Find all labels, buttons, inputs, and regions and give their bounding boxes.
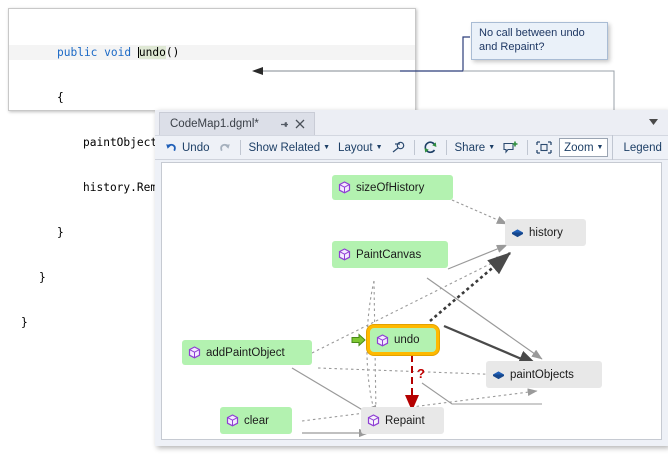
toolbar-separator xyxy=(413,140,415,155)
legend-label: Legend xyxy=(623,141,662,154)
tab-codemap1[interactable]: CodeMap1.dgml* xyxy=(159,112,315,135)
graph-node-paintObjects[interactable]: paintObjects xyxy=(486,361,602,388)
toolbar-separator xyxy=(527,140,529,155)
filter-group-icon xyxy=(391,140,406,155)
share-button[interactable]: Share ▼ xyxy=(451,137,500,159)
codemap-window[interactable]: CodeMap1.dgml* Undo Show Related xyxy=(155,110,668,446)
add-comment-button[interactable] xyxy=(499,137,523,159)
code-line: } xyxy=(57,226,64,239)
field-box-icon xyxy=(511,226,524,239)
fit-to-screen-icon xyxy=(536,140,552,155)
show-related-button[interactable]: Show Related ▼ xyxy=(245,137,335,159)
graph-edges xyxy=(291,199,543,438)
chevron-down-icon: ▼ xyxy=(488,144,496,151)
node-label: addPaintObject xyxy=(206,346,285,359)
graph-node-history[interactable]: history xyxy=(505,219,586,246)
share-label: Share xyxy=(454,141,486,154)
node-label: PaintCanvas xyxy=(356,248,422,261)
tab-label: CodeMap1.dgml* xyxy=(170,118,259,130)
toolbar-separator xyxy=(612,135,614,160)
refresh-icon xyxy=(423,140,438,155)
undo-button[interactable]: Undo xyxy=(160,137,214,159)
pin-icon[interactable] xyxy=(276,116,292,132)
callout-line-2: and Repaint? xyxy=(479,40,545,53)
filter-button[interactable] xyxy=(387,137,410,159)
chevron-down-icon: ▼ xyxy=(323,144,331,151)
toolbar-separator xyxy=(239,140,241,155)
code-editor-window[interactable]: public void undo() { paintObjects = hist… xyxy=(8,8,416,329)
redo-button[interactable] xyxy=(214,137,236,159)
undo-label: Undo xyxy=(182,141,210,154)
node-label: clear xyxy=(244,414,269,427)
undo-arrow-icon xyxy=(164,141,178,155)
green-right-arrow-icon xyxy=(351,333,366,347)
code-line: } xyxy=(21,316,28,329)
refresh-button[interactable] xyxy=(419,137,442,159)
close-icon[interactable] xyxy=(292,116,308,132)
graph-node-PaintCanvas[interactable]: PaintCanvas xyxy=(332,241,448,268)
node-label: undo xyxy=(394,334,420,346)
graph-node-Repaint[interactable]: Repaint xyxy=(361,407,444,434)
legend-button[interactable]: Legend xyxy=(619,137,665,159)
add-comment-icon xyxy=(503,140,519,155)
zoom-dropdown[interactable]: Zoom ▼ xyxy=(559,138,609,157)
graph-node-addPaintObject[interactable]: addPaintObject xyxy=(182,340,312,365)
method-cube-icon xyxy=(188,346,201,359)
node-label: paintObjects xyxy=(510,368,574,381)
callout-note: No call between undo and Repaint? xyxy=(471,22,608,60)
code-line: } xyxy=(39,271,46,284)
chevron-down-icon: ▼ xyxy=(375,144,383,151)
node-label: Repaint xyxy=(385,414,425,427)
method-cube-icon xyxy=(226,414,239,427)
missing-call-marker: ? xyxy=(417,366,425,381)
redo-arrow-icon xyxy=(218,141,232,155)
code-line: { xyxy=(57,91,64,104)
layout-label: Layout xyxy=(338,141,373,154)
method-cube-icon xyxy=(338,248,351,261)
graph-node-clear[interactable]: clear xyxy=(220,407,292,434)
callout-line-1: No call between undo xyxy=(479,27,585,39)
zoom-label: Zoom xyxy=(564,141,594,154)
fit-to-screen-button[interactable] xyxy=(532,137,556,159)
method-cube-icon xyxy=(338,181,351,194)
codemap-canvas[interactable]: sizeOfHistory history PaintCanvas addPai… xyxy=(161,162,662,440)
code-text-area[interactable]: public void undo() { paintObjects = hist… xyxy=(9,9,415,329)
method-cube-icon xyxy=(376,333,389,347)
method-cube-icon xyxy=(367,414,380,427)
show-related-label: Show Related xyxy=(248,141,321,154)
field-box-icon xyxy=(492,368,505,381)
layout-button[interactable]: Layout ▼ xyxy=(334,137,386,159)
toolbar-separator xyxy=(445,140,447,155)
codemap-toolbar: Undo Show Related ▼ Layout ▼ xyxy=(155,135,668,160)
tab-strip: CodeMap1.dgml* xyxy=(155,110,668,135)
code-line: public void undo() xyxy=(9,45,415,60)
chevron-down-icon[interactable] xyxy=(646,115,660,129)
graph-node-undo[interactable]: undo xyxy=(367,325,439,355)
graph-node-sizeOfHistory[interactable]: sizeOfHistory xyxy=(332,175,453,200)
node-label: sizeOfHistory xyxy=(356,181,425,194)
chevron-down-icon: ▼ xyxy=(596,144,604,151)
node-label: history xyxy=(529,226,563,239)
